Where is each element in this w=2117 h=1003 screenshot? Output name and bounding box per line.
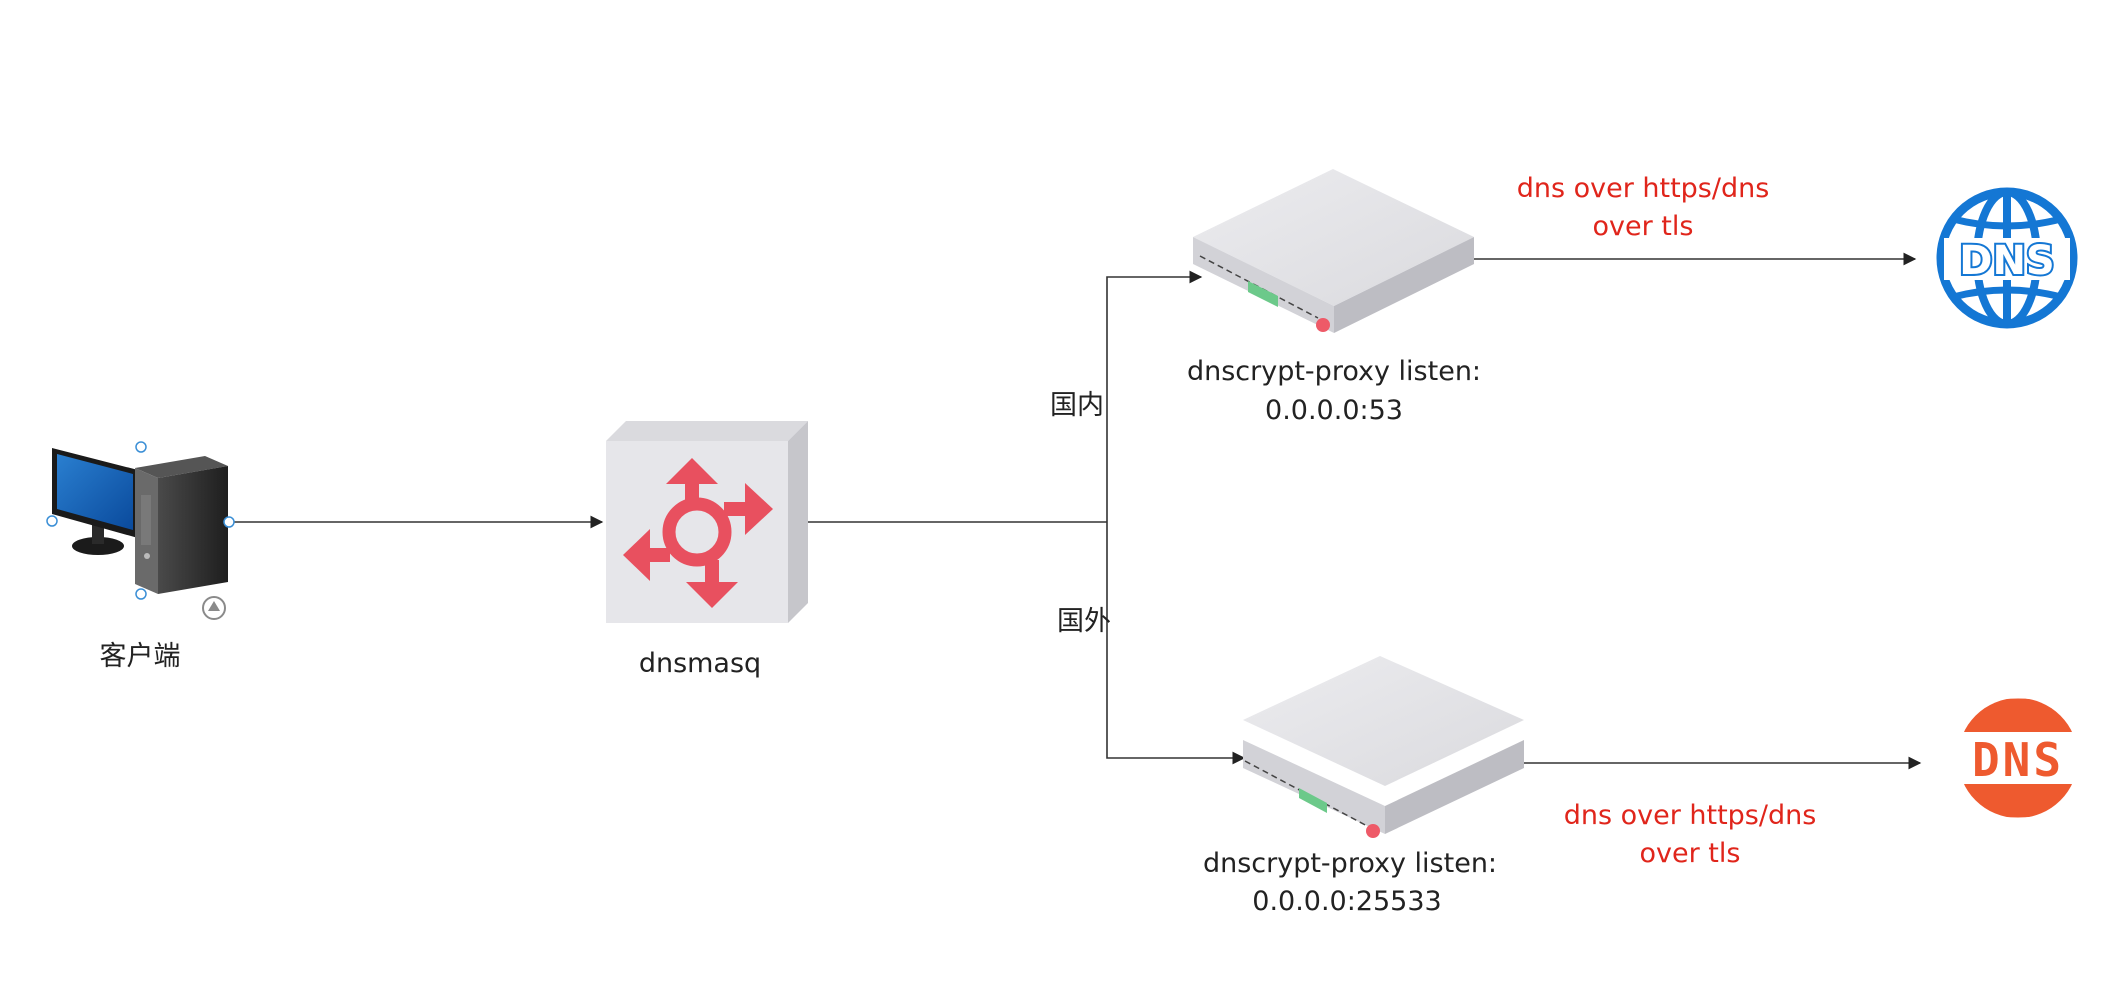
client-pc-icon[interactable]: [52, 448, 228, 594]
dns-globe-blue-icon[interactable]: DNS: [1936, 187, 2078, 329]
connectors: [228, 252, 1922, 770]
upstream-top-label-line2: over tls: [1593, 211, 1694, 242]
dns-orange-text: DNS: [1972, 733, 2064, 787]
selection-handle-left: [46, 515, 58, 527]
foreign-edge-label: 国外: [1057, 606, 1111, 637]
rotate-handle-icon[interactable]: [202, 596, 226, 620]
foreign-proxy-label-line2: 0.0.0.0:25533: [1252, 886, 1441, 917]
foreign-proxy-label-line1: dnscrypt-proxy listen:: [1203, 848, 1497, 879]
dnsmasq-router-icon[interactable]: [606, 421, 808, 623]
domestic-edge-label: 国内: [1050, 390, 1104, 421]
edge-to-foreign-proxy[interactable]: [1106, 522, 1246, 765]
selection-handle-top: [135, 441, 147, 453]
selection-handle-bottom: [135, 588, 147, 600]
dns-blue-text: DNS: [1959, 238, 2055, 284]
domestic-proxy-label-line1: dnscrypt-proxy listen:: [1187, 356, 1481, 387]
dnsmasq-label: dnsmasq: [639, 648, 761, 679]
edge-to-domestic-proxy[interactable]: [1106, 270, 1203, 522]
client-label: 客户端: [100, 641, 181, 672]
upstream-top-label-line1: dns over https/dns: [1517, 173, 1770, 204]
upstream-bottom-label-line1: dns over https/dns: [1564, 800, 1817, 831]
foreign-proxy-server-icon[interactable]: [1243, 656, 1524, 838]
upstream-bottom-label-line2: over tls: [1640, 838, 1741, 869]
selection-handle-right: [223, 516, 235, 528]
dns-globe-orange-icon[interactable]: DNS: [1955, 691, 2081, 825]
domestic-proxy-server-icon[interactable]: [1193, 169, 1474, 333]
domestic-proxy-label-line2: 0.0.0.0:53: [1265, 395, 1403, 426]
selection-handles[interactable]: [46, 441, 235, 600]
